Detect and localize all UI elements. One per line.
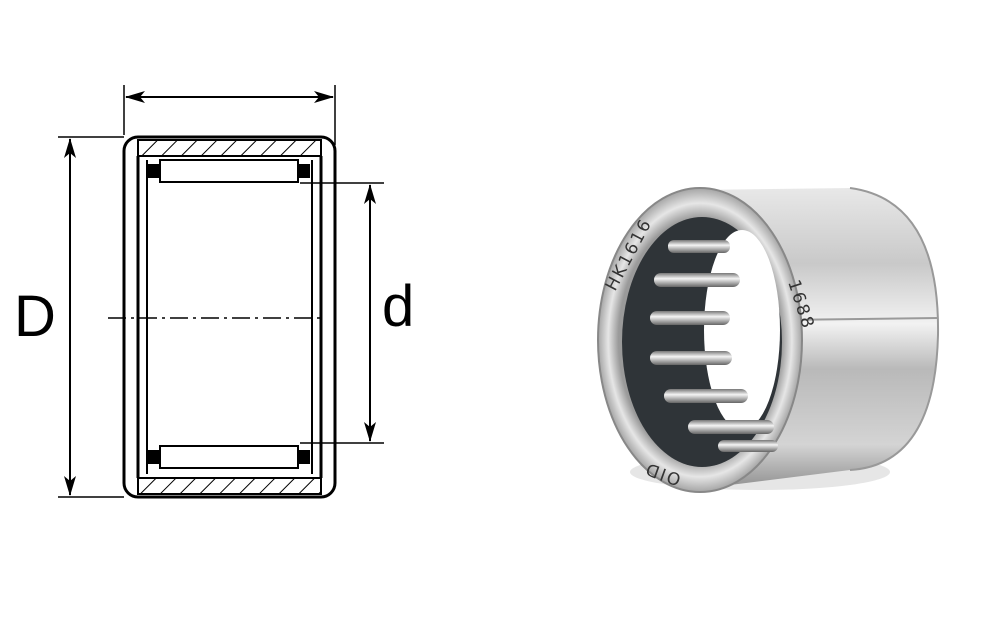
inner-diameter-label: d <box>382 274 414 339</box>
needle-rollers <box>650 240 778 452</box>
outer-diameter-dimension <box>58 136 124 498</box>
cross-section-drawing <box>108 135 337 499</box>
needle-roller-bottom <box>148 445 310 469</box>
bearing-photo: HK1616 1688 OID <box>597 187 940 493</box>
needle-roller-top <box>148 159 310 183</box>
width-dimension <box>123 85 336 145</box>
inner-diameter-dimension <box>300 182 384 444</box>
outer-diameter-label: D <box>14 284 56 349</box>
